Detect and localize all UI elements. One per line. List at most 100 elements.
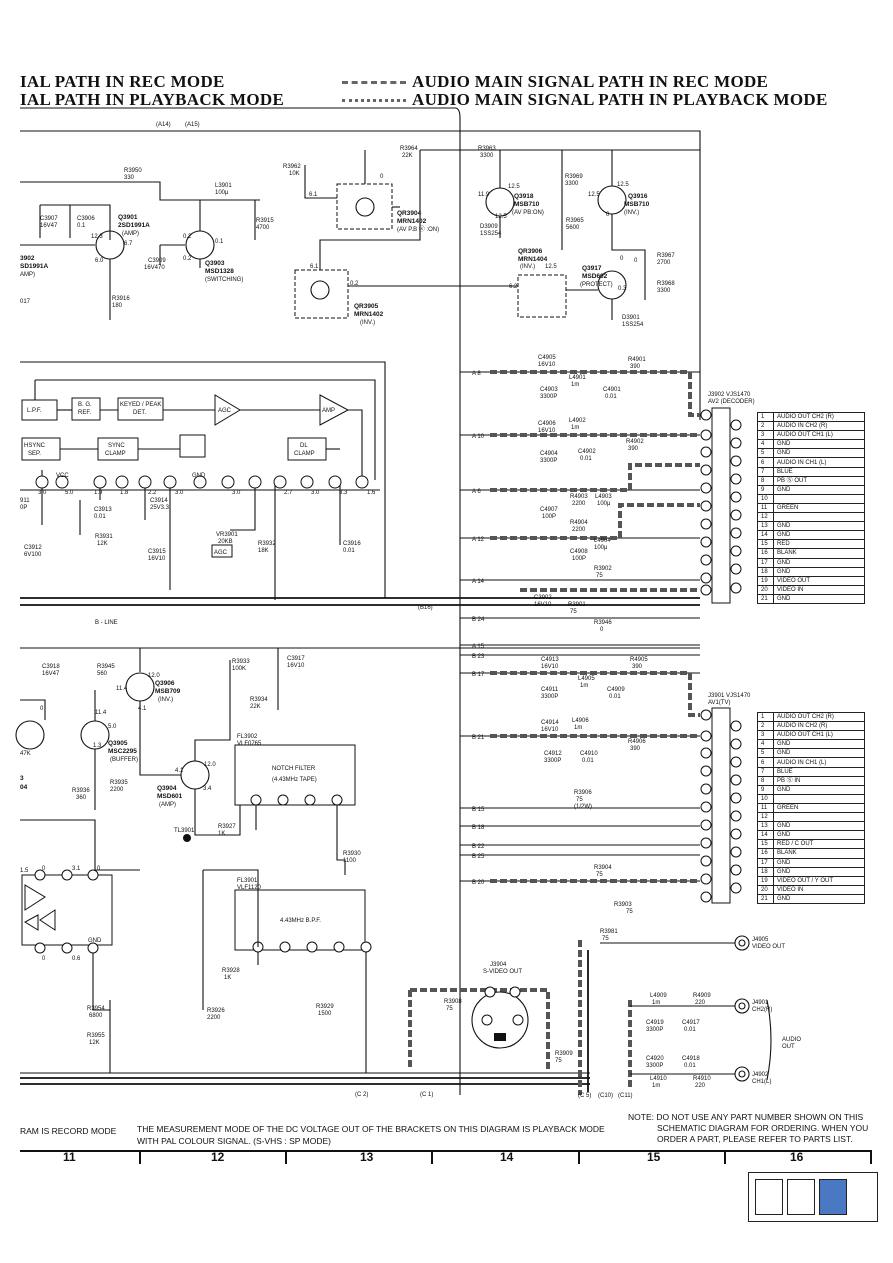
r3946-label: R3946 xyxy=(594,620,612,626)
page-indicator xyxy=(748,1172,878,1222)
r3962-label: R3962 xyxy=(283,164,301,170)
bus-a14: A 14 xyxy=(472,579,485,585)
voltage-v1: 12.3 xyxy=(91,234,103,240)
r3936-value: 360 xyxy=(76,795,87,801)
j3902-subtitle: AV2 (DECODER) xyxy=(708,399,755,405)
r4903-value: 2200 xyxy=(572,501,586,507)
r3901-value: 75 xyxy=(570,609,577,615)
c4905-value: 16V10 xyxy=(538,362,556,368)
r4904-label: R4904 xyxy=(570,520,588,526)
r3954-value: 6800 xyxy=(89,1013,103,1019)
voltage-v9: 6.1 xyxy=(310,264,319,270)
bus-c11: (C11) xyxy=(618,1093,633,1099)
labels-audio-filters: C4905 16V10 L4901 1m R4901 390 C4903 330… xyxy=(444,355,711,1089)
column-tick xyxy=(578,1150,580,1164)
bus-a15-top: (A15) xyxy=(185,122,200,128)
l4901-label: L4901 xyxy=(569,375,586,381)
j3902-title: J3902 VJS1470 xyxy=(708,392,751,398)
q3902-function: AMP) xyxy=(20,272,35,278)
l4902-label: L4902 xyxy=(569,418,586,424)
j4901-label: J4901 xyxy=(752,1000,769,1006)
r3908-label: R3908 xyxy=(444,999,462,1005)
c4919-value: 3300P xyxy=(646,1027,663,1033)
footer-note-line3: ORDER A PART, PLEASE REFER TO PARTS LIST… xyxy=(657,1134,853,1144)
voltage-v17: 6.2 xyxy=(509,284,518,290)
pin-voltage-5: 2.2 xyxy=(148,490,157,496)
voltage-q5: 5.0 xyxy=(108,724,117,730)
pin-voltage-11: 1.6 xyxy=(367,490,376,496)
q3901-part: 2SD1991A xyxy=(118,222,150,229)
q3902-part: SD1991A xyxy=(20,263,48,270)
q3917-function: (PROTECT) xyxy=(580,282,613,288)
notch-label-2: (4.43MHz TAPE) xyxy=(272,777,317,783)
q3906-function: (INV.) xyxy=(158,697,173,703)
q3918-part: MSB710 xyxy=(514,201,540,208)
q3904-part: MSD601 xyxy=(157,793,183,800)
vr3901-label: VR3901 xyxy=(216,532,238,538)
c4914-value: 16V10 xyxy=(541,727,559,733)
left-edge-label-d: 3 xyxy=(20,775,24,782)
labels-top-left: R3950 330 L3901 100μ R3915 4700 C3907 16… xyxy=(20,168,274,309)
audio-out-label-1: AUDIO xyxy=(782,1037,801,1043)
r3902-value: 75 xyxy=(596,573,603,579)
pin-voltage-2: 5.0 xyxy=(65,490,74,496)
left-edge-label-e: 04 xyxy=(20,784,28,791)
qr3905-function: (INV.) xyxy=(360,320,375,326)
l4901-value: 1m xyxy=(571,382,579,388)
r3962-value: 10K xyxy=(289,171,300,177)
vr3901-value: 20KB xyxy=(218,539,233,545)
r3926-value: 2200 xyxy=(207,1015,221,1021)
q3902-label: 3902 xyxy=(20,255,35,262)
header-left-line2: IAL PATH IN PLAYBACK MODE xyxy=(20,90,285,109)
bus-b17: B 17 xyxy=(472,672,485,678)
bpf-label: 4.43MHz B.P.F. xyxy=(280,918,321,924)
c4909-value: 0.01 xyxy=(609,694,621,700)
qr3905-part: MRN1402 xyxy=(354,311,384,318)
d3901-part: 1SS254 xyxy=(622,322,644,328)
fl3902-label: FL3902 xyxy=(237,734,258,740)
c3916-value: 0.01 xyxy=(343,548,355,554)
qr3905-label: QR3905 xyxy=(354,303,379,310)
q3916-part: MSB710 xyxy=(624,201,650,208)
bus-b18: B 18 xyxy=(472,825,485,831)
q3903-function: (SWITCHING) xyxy=(205,277,243,283)
l4906-label: L4906 xyxy=(572,718,589,724)
block-dl-clamp-1: DL xyxy=(300,443,308,449)
column-tick xyxy=(285,1150,287,1164)
r3950-label: R3950 xyxy=(124,168,142,174)
d3909-label: D3909 xyxy=(480,224,498,230)
bus-c5: (C 5) xyxy=(578,1093,591,1099)
labels-jacks: J3902 VJS1470 AV2 (DECODER) J3901 VJS147… xyxy=(483,392,801,1085)
c4919-label: C4919 xyxy=(646,1020,664,1026)
bus-b22: B 22 xyxy=(472,844,485,850)
ic-pins xyxy=(35,475,369,489)
voltage-q1: 12.0 xyxy=(148,673,160,679)
pin-voltage-6: 3.0 xyxy=(175,490,184,496)
q3906-label: Q3906 xyxy=(155,680,175,687)
r3930-value: 1100 xyxy=(343,858,357,864)
block-lpf: L.P.F. xyxy=(27,408,42,414)
r4909-value: 220 xyxy=(695,1000,706,1006)
left-edge-label-h: 1.5 xyxy=(20,868,29,874)
c4908-label: C4908 xyxy=(570,549,588,555)
c3907-label: C3907 xyxy=(40,216,58,222)
block-agc-label: AGC xyxy=(214,550,228,556)
c3914-label: C3914 xyxy=(150,498,168,504)
pin-voltage-1: 3.0 xyxy=(38,490,47,496)
voltage-v13: 12.5 xyxy=(495,214,507,220)
page-square-1 xyxy=(755,1179,783,1215)
q3901-label: Q3901 xyxy=(118,214,138,221)
